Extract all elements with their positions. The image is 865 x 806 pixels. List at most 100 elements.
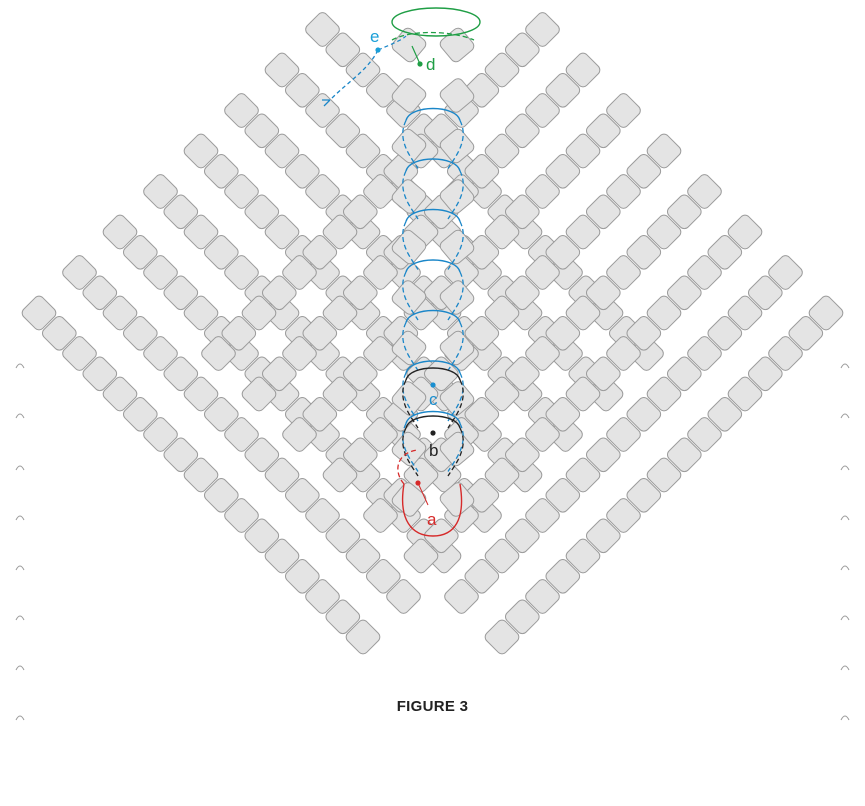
bead (606, 336, 641, 371)
bead (322, 295, 358, 331)
figure-caption: FIGURE 3 (396, 698, 469, 715)
bead (342, 194, 378, 230)
bead (423, 518, 459, 554)
bead (203, 396, 239, 432)
bead (244, 194, 280, 230)
bead (606, 174, 641, 209)
point-c-dot (430, 382, 436, 388)
bead (626, 315, 662, 351)
thread-segment (405, 415, 461, 429)
bead (345, 538, 381, 574)
bead (203, 234, 239, 270)
seam-bead (391, 280, 427, 315)
bead (545, 315, 581, 351)
thread-segment (402, 221, 419, 270)
bead (646, 295, 682, 331)
thread-segment (447, 427, 464, 477)
bead (585, 518, 621, 554)
point-a-label: a (427, 510, 437, 529)
bead (525, 255, 560, 290)
bead (264, 538, 300, 574)
bead (585, 275, 621, 311)
bead (183, 214, 219, 250)
seam-bead (439, 128, 475, 164)
thread-segment-d (391, 31, 475, 41)
thread-segment (447, 379, 464, 429)
point-d-dot (417, 61, 423, 67)
thread-segment-d (411, 45, 421, 65)
bead (305, 93, 340, 128)
bead (464, 558, 500, 594)
bead (386, 579, 421, 614)
bead (284, 72, 320, 108)
seam-bead (391, 482, 427, 517)
bead (305, 12, 340, 47)
bead (183, 457, 219, 493)
edge-thread (15, 363, 25, 369)
seam-bead (439, 27, 475, 63)
bead (221, 315, 257, 351)
thread-segment (405, 360, 461, 374)
seam-bead (439, 482, 475, 517)
bead (525, 498, 560, 533)
bead (545, 396, 581, 432)
bead (224, 93, 259, 128)
bead (565, 52, 601, 88)
seam-bead (391, 179, 427, 214)
bead (305, 498, 340, 533)
bead (363, 417, 398, 452)
thread-segment (402, 322, 419, 371)
bead (363, 498, 398, 533)
bead (282, 255, 317, 290)
bead (464, 153, 500, 189)
bead (122, 396, 158, 432)
bead (565, 457, 601, 493)
edge-thread (15, 465, 25, 471)
bead (525, 417, 560, 452)
bead (504, 356, 540, 392)
bead (325, 518, 361, 554)
bead (345, 133, 381, 169)
bead (585, 356, 621, 392)
bead (143, 174, 178, 209)
bead (707, 315, 743, 351)
bead (365, 558, 401, 594)
point-e-dot (375, 47, 381, 53)
edge-thread (840, 615, 850, 621)
bead (284, 153, 320, 189)
bead (626, 396, 662, 432)
edge-thread (15, 715, 25, 721)
seam-bead (439, 330, 475, 366)
bead (525, 12, 560, 47)
bead (626, 153, 662, 189)
bead (768, 336, 803, 371)
bead (545, 477, 581, 513)
bead (163, 437, 199, 473)
bead (504, 518, 540, 554)
bead (62, 336, 97, 371)
bead (727, 295, 763, 331)
bead (646, 214, 682, 250)
bead (585, 194, 621, 230)
edge-thread (15, 413, 25, 419)
thread-segment-e (377, 35, 407, 51)
bead (102, 376, 138, 412)
seam-bead (439, 179, 475, 214)
bead (264, 133, 300, 169)
bead (183, 133, 219, 169)
thread-segment (402, 120, 419, 169)
seam-bead (391, 381, 427, 416)
bead (808, 295, 844, 331)
bead (606, 417, 641, 452)
bead (41, 315, 77, 351)
bead (143, 417, 178, 452)
bead (305, 579, 340, 614)
bead (122, 234, 158, 270)
bead (363, 255, 398, 290)
thread-segment (447, 120, 464, 169)
thread-segment (402, 271, 419, 321)
edge-thread (15, 515, 25, 521)
bead (565, 295, 601, 331)
